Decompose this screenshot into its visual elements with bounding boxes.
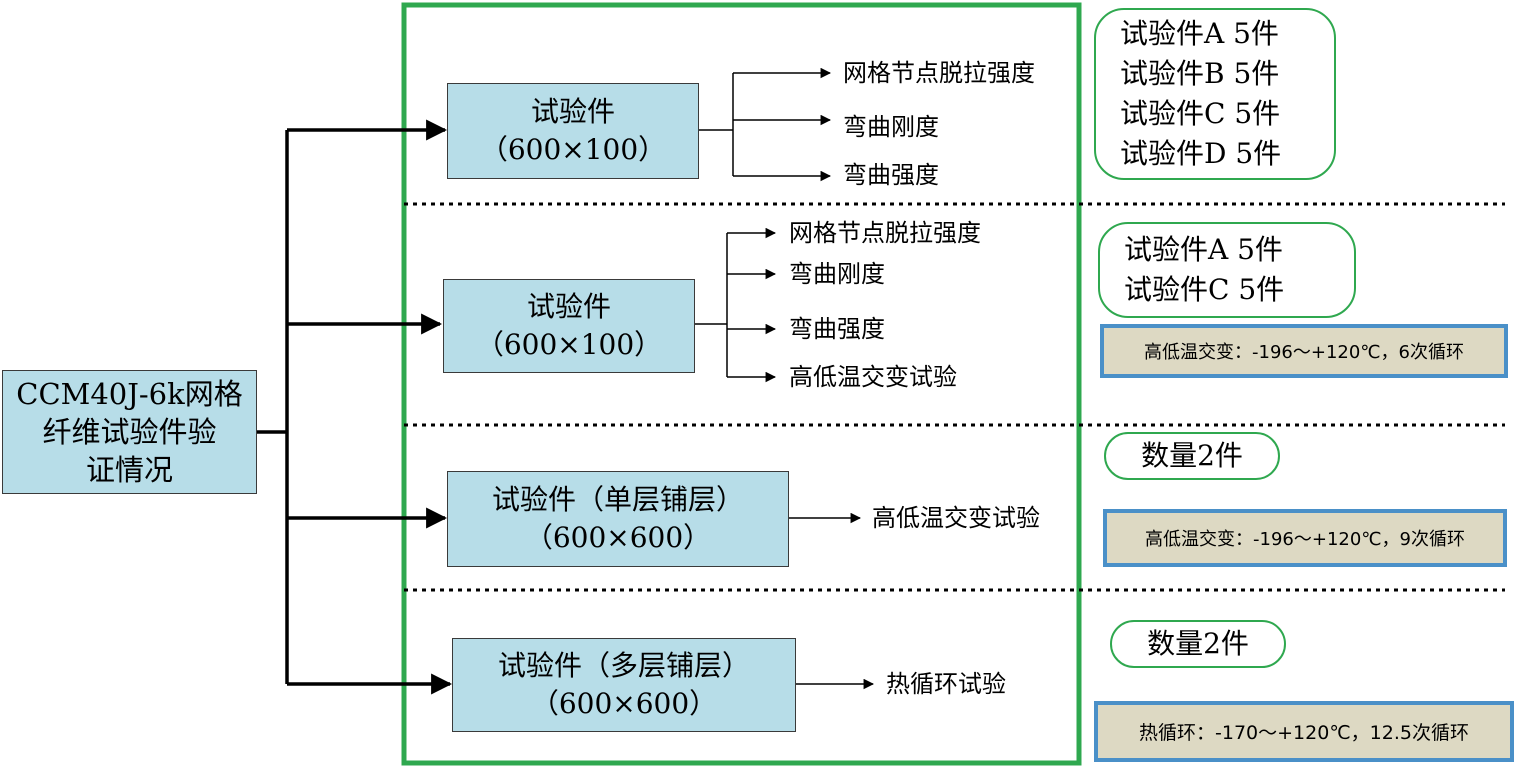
group-frame	[401, 2, 1082, 766]
quantity-item: 试验件D 5件	[1120, 137, 1282, 170]
quantity-item: 试验件A 5件	[1124, 233, 1283, 266]
group-4-size: （600×600）	[530, 687, 718, 720]
test-label: 网格节点脱拉强度	[789, 219, 981, 247]
group-1-connector	[699, 67, 832, 182]
root-box: CCM40J-6k网格 纤维试验件验 证情况	[2, 370, 257, 494]
condition-note-3: 高低温交变：-196～+120℃，9次循环	[1103, 509, 1507, 567]
quantity-item: 数量2件	[1141, 439, 1243, 472]
condition-note-2: 高低温交变：-196～+120℃，6次循环	[1100, 324, 1508, 378]
group-1-box: 试验件 （600×100）	[447, 83, 699, 179]
group-3-box: 试验件（单层铺层） （600×600）	[447, 471, 789, 567]
root-line-2: 纤维试验件验	[42, 415, 217, 449]
group-2-title: 试验件	[526, 290, 611, 323]
group-1-title: 试验件	[530, 95, 615, 128]
root-connector	[257, 119, 453, 695]
quantity-item: 试验件A 5件	[1120, 17, 1279, 50]
group-2-box: 试验件 （600×100）	[443, 279, 695, 373]
quantity-item: 试验件C 5件	[1124, 273, 1285, 306]
group-2-connector	[695, 227, 777, 383]
root-line-3: 证情况	[85, 453, 173, 487]
group-4-title: 试验件（多层铺层）	[497, 649, 750, 682]
quantity-item: 试验件C 5件	[1120, 97, 1281, 130]
quantity-pill-1: 试验件A 5件 试验件B 5件 试验件C 5件 试验件D 5件	[1094, 8, 1336, 180]
group-3-title: 试验件（单层铺层）	[491, 483, 744, 516]
quantity-item: 数量2件	[1147, 627, 1249, 660]
test-label: 弯曲刚度	[843, 113, 939, 141]
condition-note-4: 热循环：-170～+120℃，12.5次循环	[1094, 701, 1514, 762]
test-label: 网格节点脱拉强度	[843, 59, 1035, 87]
test-label: 弯曲强度	[789, 315, 885, 343]
group-4-box: 试验件（多层铺层） （600×600）	[452, 638, 796, 732]
test-label: 弯曲强度	[843, 161, 939, 189]
test-label: 弯曲刚度	[789, 260, 885, 288]
group-1-size: （600×100）	[479, 133, 667, 166]
test-label: 高低温交变试验	[789, 363, 957, 391]
quantity-pill-2: 试验件A 5件 试验件C 5件	[1098, 222, 1356, 318]
test-label: 热循环试验	[886, 670, 1006, 698]
group-3-size: （600×600）	[524, 521, 712, 554]
quantity-item: 试验件B 5件	[1120, 57, 1280, 90]
group-2-size: （600×100）	[475, 328, 663, 361]
root-line-1: CCM40J-6k网格	[16, 377, 243, 411]
test-label: 高低温交变试验	[872, 504, 1040, 532]
quantity-pill-4: 数量2件	[1110, 620, 1286, 668]
quantity-pill-3: 数量2件	[1104, 432, 1280, 480]
